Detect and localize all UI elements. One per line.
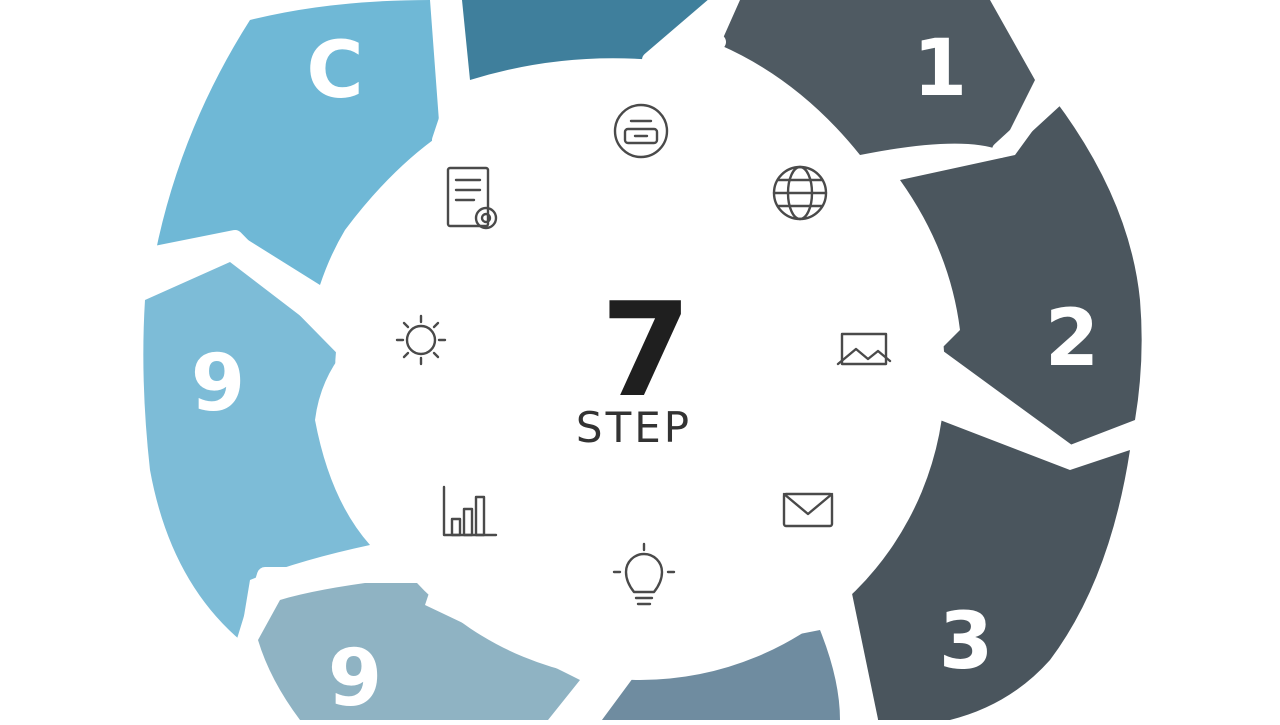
segment-labels: 1 2 3 9 9 C [191,24,1099,724]
segment-label-2: 2 [1045,294,1099,384]
segment-bottom [595,630,840,720]
globe-icon [772,165,828,221]
segment-top [462,0,712,80]
mail-icon [782,492,834,528]
segment-2 [900,100,1142,445]
segment-9-left [143,262,370,640]
document-settings-icon [446,166,498,230]
segment-label-1: 1 [913,24,967,114]
segment-1 [720,0,1035,155]
lightbulb-icon [612,542,676,606]
segment-seams [142,0,1146,725]
segment-label-3: 3 [939,597,993,687]
bar-chart-icon [442,485,498,537]
gear-icon [395,314,447,366]
segment-c [155,0,440,285]
segment-label-c: C [306,26,363,116]
segment-9-lower [258,575,580,720]
server-icon [613,103,669,159]
segment-label-9-lower: 9 [328,634,382,720]
center-number: 7 [601,274,691,426]
picture-icon [836,332,892,366]
segment-label-9-left: 9 [191,339,245,429]
center-word: STEP [576,403,692,452]
